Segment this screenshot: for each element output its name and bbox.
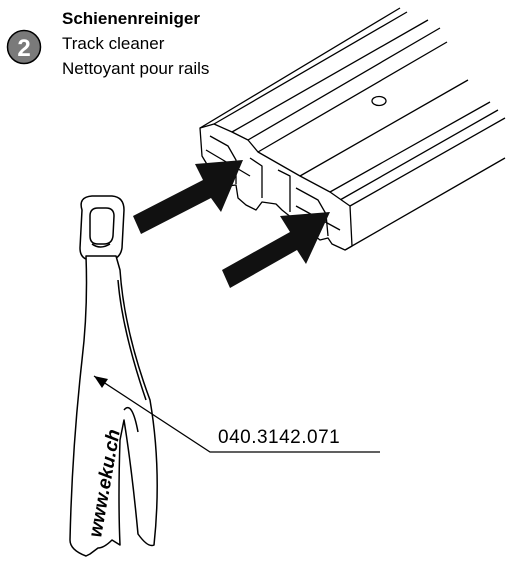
title-french: Nettoyant pour rails [62, 59, 210, 78]
arrow-upper [133, 160, 243, 234]
leader-arrowhead [94, 376, 108, 388]
insert-arrows [133, 160, 330, 288]
rail-track [199, 7, 506, 251]
arrow-lower [222, 212, 330, 288]
part-number-leader [93, 375, 380, 453]
step-number: 2 [17, 35, 30, 62]
header: 2 Schienenreiniger Track cleaner Nettoya… [6, 6, 306, 86]
title-english: Track cleaner [62, 34, 165, 53]
track-cleaner [69, 195, 158, 557]
part-number: 040.3142.071 [218, 427, 341, 448]
step-number-badge: 2 [6, 29, 42, 65]
cleaner-blade [69, 255, 158, 557]
title-german: Schienenreiniger [62, 9, 200, 28]
